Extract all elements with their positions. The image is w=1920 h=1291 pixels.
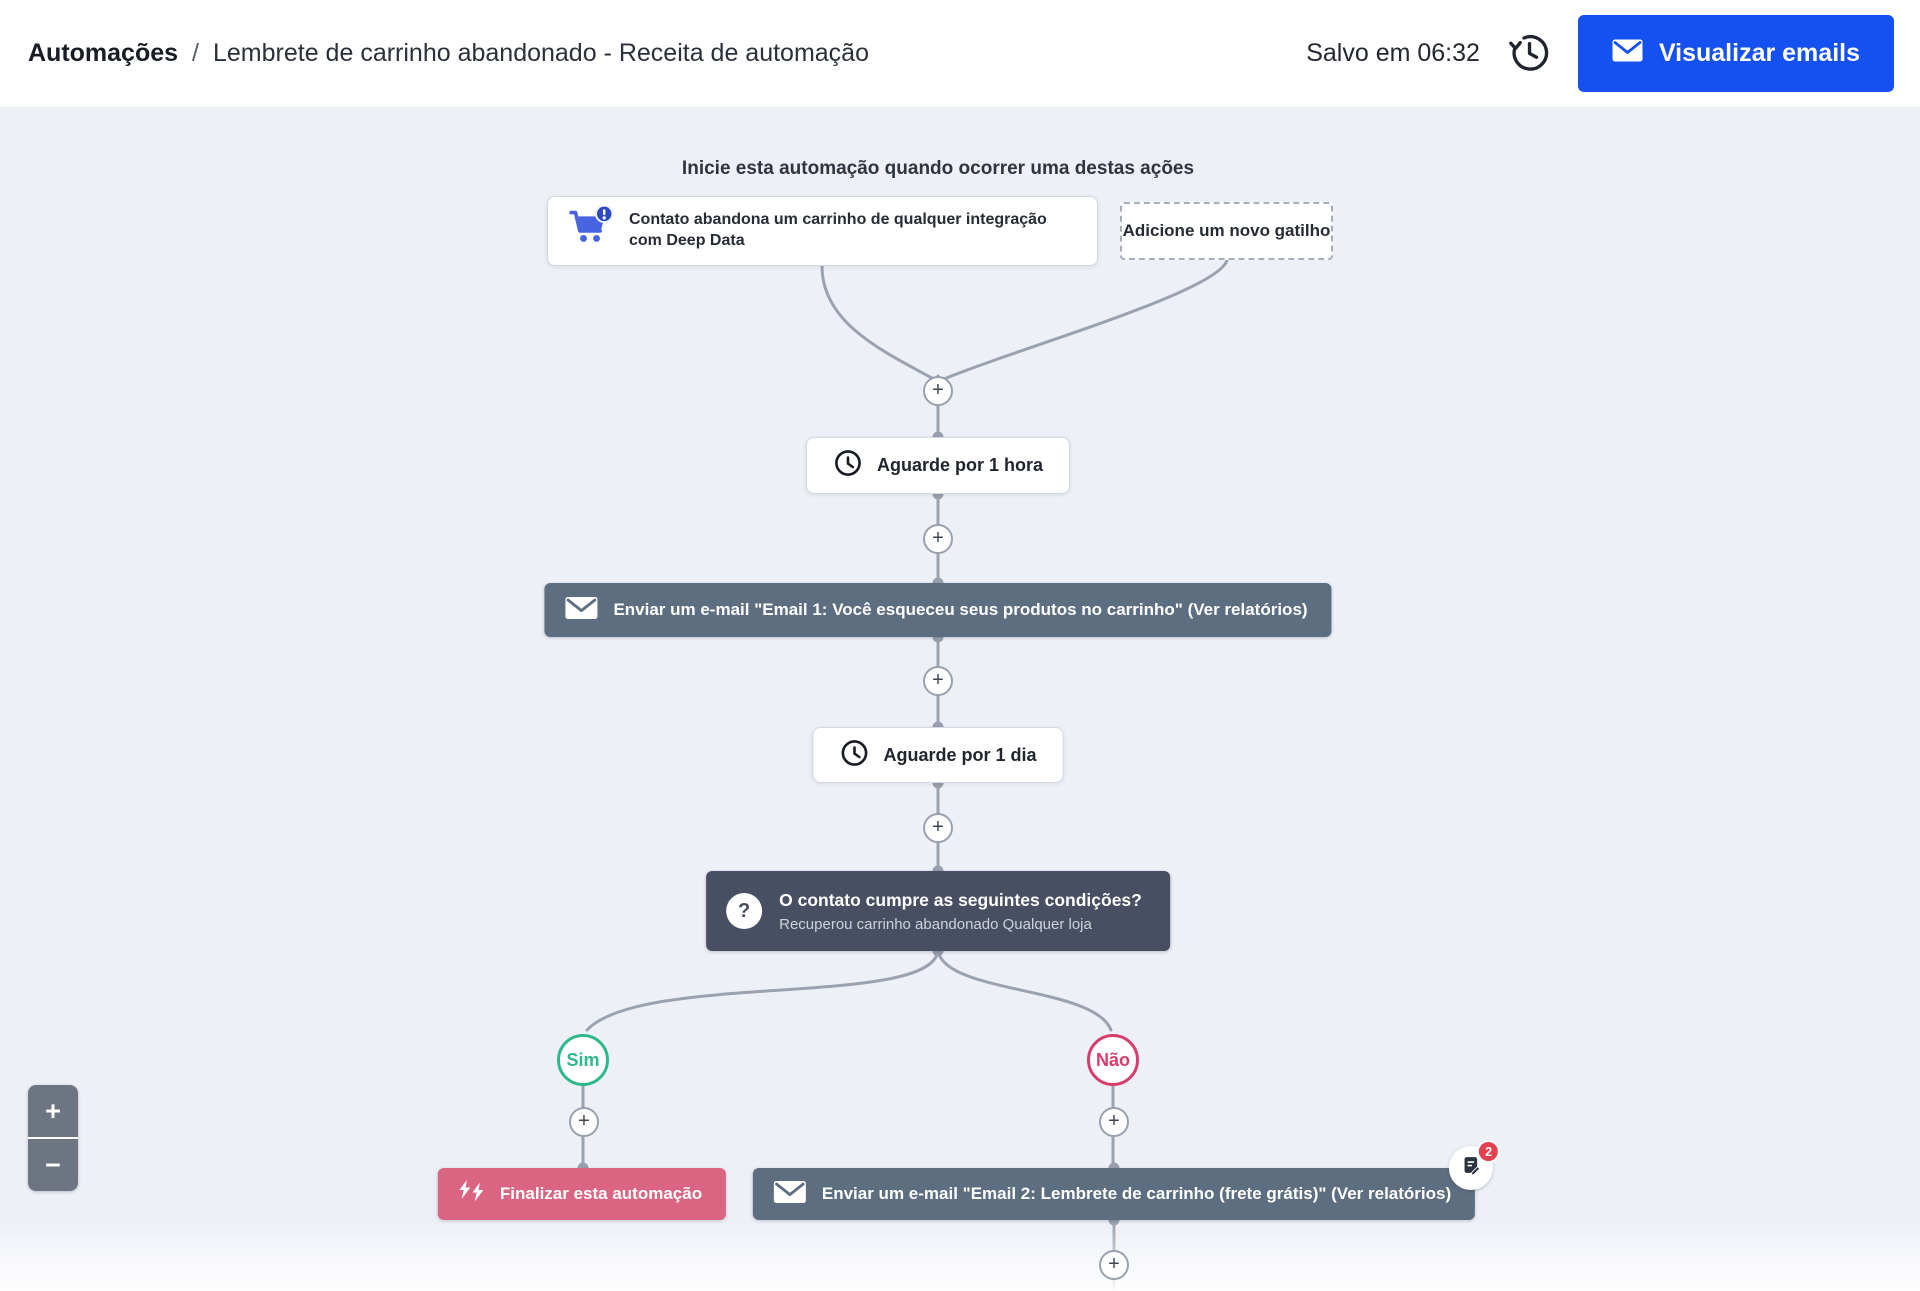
wait-1-day-node[interactable]: Aguarde por 1 dia	[812, 727, 1064, 783]
connector-lines	[577, 258, 1229, 1291]
wait-1-day-label: Aguarde por 1 dia	[883, 744, 1037, 765]
send-email-2-label: Enviar um e-mail "Email 2: Lembrete de c…	[821, 1184, 1452, 1203]
add-action-button-3[interactable]: +	[923, 666, 953, 696]
end-automation-label: Finalizar esta automação	[499, 1184, 703, 1203]
add-action-button-no-branch[interactable]: +	[1099, 1107, 1129, 1137]
notes-count-badge: 2	[1477, 1140, 1501, 1163]
canvas-zoom-controls: + −	[28, 1085, 78, 1191]
end-automation-node[interactable]: Finalizar esta automação	[437, 1168, 727, 1220]
clock-icon	[833, 448, 863, 483]
plus-icon: +	[1108, 1253, 1120, 1275]
topbar-actions: Salvo em 06:32 Visualizar emails	[1306, 15, 1894, 92]
yes-text: Sim	[566, 1049, 600, 1070]
note-icon	[1461, 1155, 1482, 1181]
start-triggers-heading: Inicie esta automação quando ocorrer uma…	[681, 158, 1195, 179]
condition-subtitle: Recuperou carrinho abandonado Qualquer l…	[779, 915, 1092, 933]
notes-badge[interactable]: 2	[1449, 1140, 1501, 1190]
add-action-button-4[interactable]: +	[923, 813, 953, 843]
add-new-trigger-label: Adicione um novo gatilho	[1122, 221, 1331, 240]
add-new-trigger-button[interactable]: Adicione um novo gatilho	[1120, 202, 1333, 260]
history-clock-icon	[1506, 29, 1552, 78]
clock-icon	[839, 738, 869, 773]
zoom-out-button[interactable]: −	[28, 1139, 78, 1191]
send-email-1-node[interactable]: Enviar um e-mail "Email 1: Você esqueceu…	[544, 583, 1332, 637]
automation-canvas[interactable]: Inicie esta automação quando ocorrer uma…	[0, 108, 1920, 1291]
plus-icon: +	[932, 379, 944, 401]
envelope-icon	[1612, 39, 1643, 69]
breadcrumb-separator: /	[192, 39, 199, 67]
add-action-button-1[interactable]: +	[923, 376, 953, 406]
plus-icon: +	[932, 669, 944, 691]
condition-node[interactable]: ? O contato cumpre as seguintes condiçõe…	[706, 871, 1170, 951]
top-bar: Automações / Lembrete de carrinho abando…	[0, 0, 1920, 108]
send-email-2-node[interactable]: Enviar um e-mail "Email 2: Lembrete de c…	[752, 1140, 1501, 1220]
preview-emails-button[interactable]: Visualizar emails	[1577, 15, 1894, 92]
saved-status: Salvo em 06:32	[1306, 39, 1480, 67]
zoom-out-icon: −	[45, 1149, 61, 1180]
end-automation-icon	[458, 1180, 487, 1208]
preview-emails-label: Visualizar emails	[1658, 39, 1860, 67]
breadcrumb-automations-link[interactable]: Automações	[28, 39, 179, 67]
plus-icon: +	[1108, 1110, 1120, 1132]
plus-icon: +	[932, 816, 944, 838]
plus-icon: +	[932, 527, 944, 549]
add-action-button-bottom[interactable]: +	[1099, 1250, 1129, 1280]
branch-yes-label: Sim	[557, 1034, 609, 1086]
wait-1-hour-label: Aguarde por 1 hora	[876, 455, 1044, 475]
mail-icon	[773, 1180, 807, 1209]
plus-icon: +	[578, 1110, 590, 1132]
abandoned-cart-icon	[568, 204, 614, 257]
trigger-label: Contato abandona um carrinho de qualquer…	[629, 211, 1047, 249]
zoom-in-button[interactable]: +	[28, 1085, 78, 1137]
breadcrumb-automation-name: Lembrete de carrinho abandonado - Receit…	[213, 39, 869, 67]
question-icon: ?	[726, 893, 763, 929]
add-action-button-2[interactable]: +	[923, 524, 953, 554]
no-text: Não	[1095, 1049, 1130, 1070]
send-email-1-label: Enviar um e-mail "Email 1: Você esqueceu…	[613, 600, 1308, 619]
branch-no-label: Não	[1087, 1034, 1139, 1086]
wait-1-hour-node[interactable]: Aguarde por 1 hora	[805, 437, 1071, 494]
revision-history-button[interactable]	[1506, 31, 1552, 77]
trigger-node-abandoned-cart[interactable]: Contato abandona um carrinho de qualquer…	[547, 196, 1098, 266]
condition-title: O contato cumpre as seguintes condições?	[779, 889, 1142, 910]
mail-icon	[564, 596, 598, 625]
zoom-in-icon: +	[45, 1095, 61, 1126]
add-action-button-yes-branch[interactable]: +	[569, 1107, 599, 1137]
breadcrumb: Automações / Lembrete de carrinho abando…	[28, 39, 869, 68]
